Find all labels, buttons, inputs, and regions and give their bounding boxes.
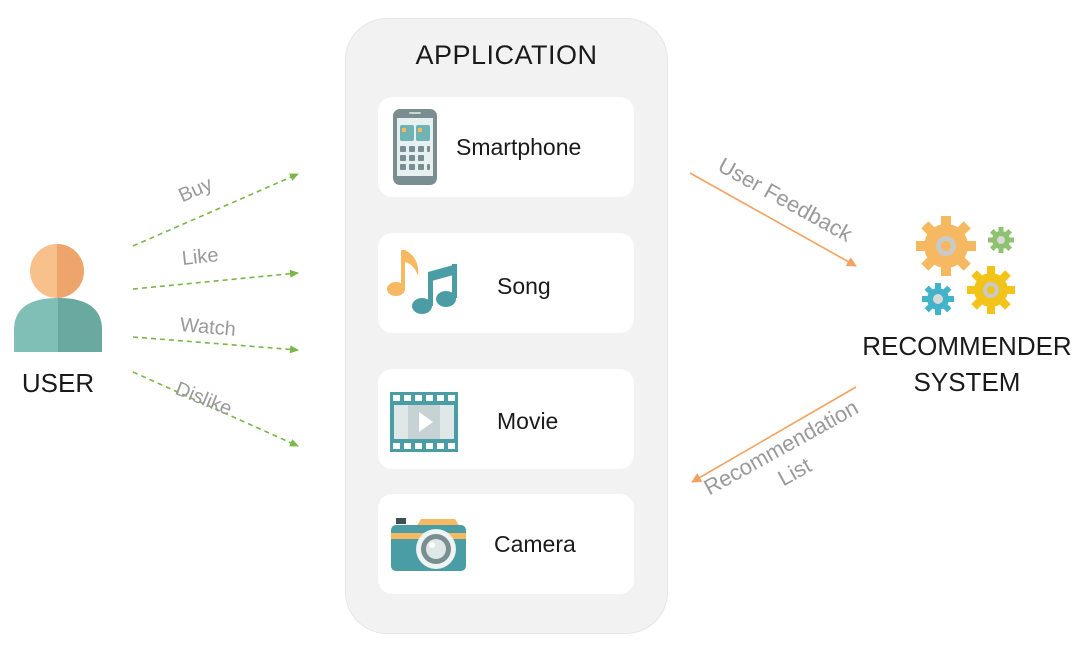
card-label-song: Song [497,273,551,299]
music-notes-icon [387,250,457,314]
arrow-watch [132,336,299,354]
smartphone-icon [393,109,437,185]
camera-icon [391,518,466,571]
arrow-buy [132,173,299,247]
recommender-label-line2: SYSTEM [913,367,1021,397]
arrow-dislike [132,371,299,447]
application-title: APPLICATION [415,40,598,70]
card-song [378,233,634,333]
card-label-camera: Camera [494,531,576,557]
user-avatar-icon [14,244,102,352]
action-arrows [132,173,299,447]
arrow-like [132,269,299,290]
action-label-like: Like [180,244,220,270]
recommender-label: RECOMMENDER SYSTEM [852,328,1080,400]
user-label: USER [21,368,95,398]
card-label-movie: Movie [497,408,559,434]
arrow-recommendation-list [691,386,857,483]
film-strip-icon [390,392,458,452]
arrow-user-feedback [689,172,857,267]
recommender-label-line1: RECOMMENDER [862,331,1072,361]
action-label-watch: Watch [179,314,237,341]
gears-icon [916,216,1015,315]
card-label-smartphone: Smartphone [456,134,582,160]
